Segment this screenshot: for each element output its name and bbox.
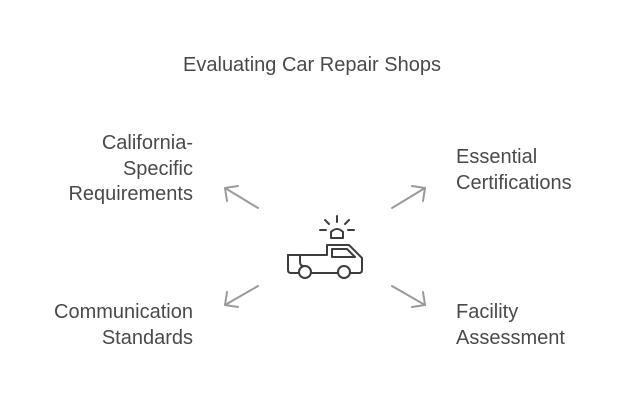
tow-truck-icon [287,215,363,279]
item-essential-certifications: Essential Certifications [456,145,616,196]
item-line: Standards [101,326,193,349]
arrow-top-right [391,185,426,209]
arrow-bottom-left [224,285,259,308]
item-line: California- [101,132,193,154]
item-line: Assessment [456,326,565,349]
item-california-specific-requirements: California- Specific Requirements [20,131,193,208]
item-line: Specific [122,157,193,180]
arrow-bottom-right [391,285,426,308]
item-communication-standards: Communication Standards [20,300,193,351]
item-line: Certifications [456,171,572,194]
item-facility-assessment: Facility Assessment [456,300,616,351]
item-line: Facility [456,301,519,323]
item-line: Essential [456,146,538,168]
item-line: Requirements [68,183,193,205]
item-line: Communication [54,301,193,323]
arrow-top-left [224,185,259,209]
diagram-title: Evaluating Car Repair Shops [183,54,441,76]
